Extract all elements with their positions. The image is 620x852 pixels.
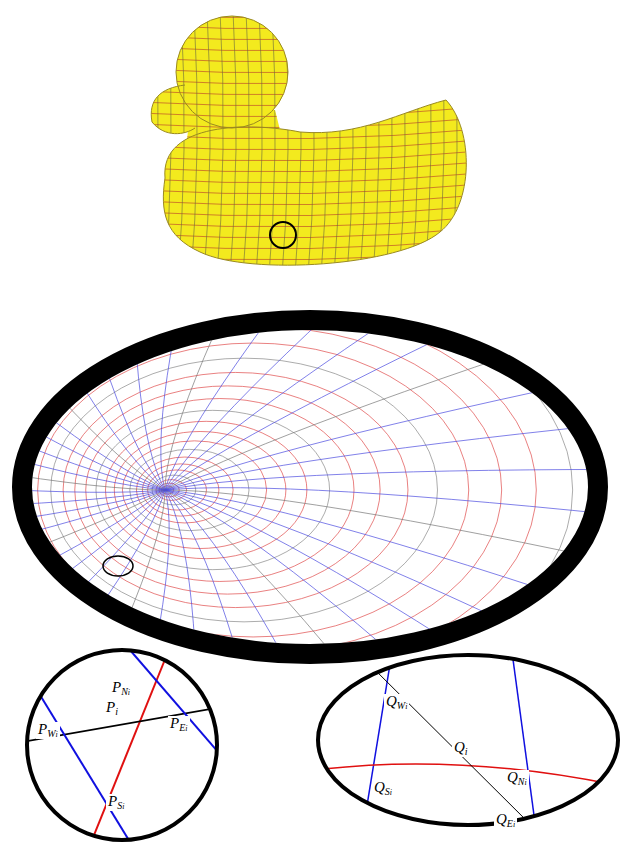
- subscript: N: [121, 686, 128, 697]
- subscript: S: [117, 800, 122, 811]
- symbol: Q: [507, 769, 518, 785]
- subscript: N: [518, 776, 525, 787]
- subscript: i: [122, 802, 124, 811]
- subscript: E: [507, 818, 513, 829]
- point-label: QNi: [505, 770, 529, 787]
- subscript: E: [179, 722, 185, 733]
- subscript: W: [47, 728, 55, 739]
- zoom-surface: [22, 650, 222, 842]
- subscript: i: [390, 788, 392, 797]
- point-label: PSi: [106, 794, 126, 811]
- point-label: QWi: [384, 694, 409, 711]
- symbol: P: [106, 699, 115, 715]
- subscript: i: [465, 746, 468, 757]
- zoom-domain: [315, 652, 620, 832]
- subscript: i: [128, 688, 130, 697]
- point-label: Qi: [452, 740, 470, 757]
- symbol: Q: [386, 693, 397, 709]
- subscript: i: [185, 724, 187, 733]
- symbol: Q: [454, 739, 465, 755]
- subscript: i: [115, 706, 118, 717]
- symbol: P: [108, 793, 117, 809]
- point-label: PNi: [110, 680, 132, 697]
- symbol: Q: [374, 779, 385, 795]
- point-label: QSi: [372, 780, 394, 797]
- symbol: P: [170, 715, 179, 731]
- point-label: PWi: [36, 722, 60, 739]
- point-label: Pi: [104, 700, 120, 717]
- symbol: Q: [496, 811, 507, 827]
- symbol: P: [38, 721, 47, 737]
- subscript: i: [56, 730, 58, 739]
- point-label: QEi: [494, 812, 517, 829]
- duck-mesh: [138, 8, 480, 293]
- symbol: P: [112, 679, 121, 695]
- subscript: i: [525, 778, 527, 787]
- subscript: i: [513, 820, 515, 829]
- parameter-ellipse: [0, 72, 620, 852]
- subscript: i: [405, 702, 407, 711]
- point-label: PEi: [168, 716, 190, 733]
- subscript: S: [385, 786, 390, 797]
- subscript: W: [397, 700, 405, 711]
